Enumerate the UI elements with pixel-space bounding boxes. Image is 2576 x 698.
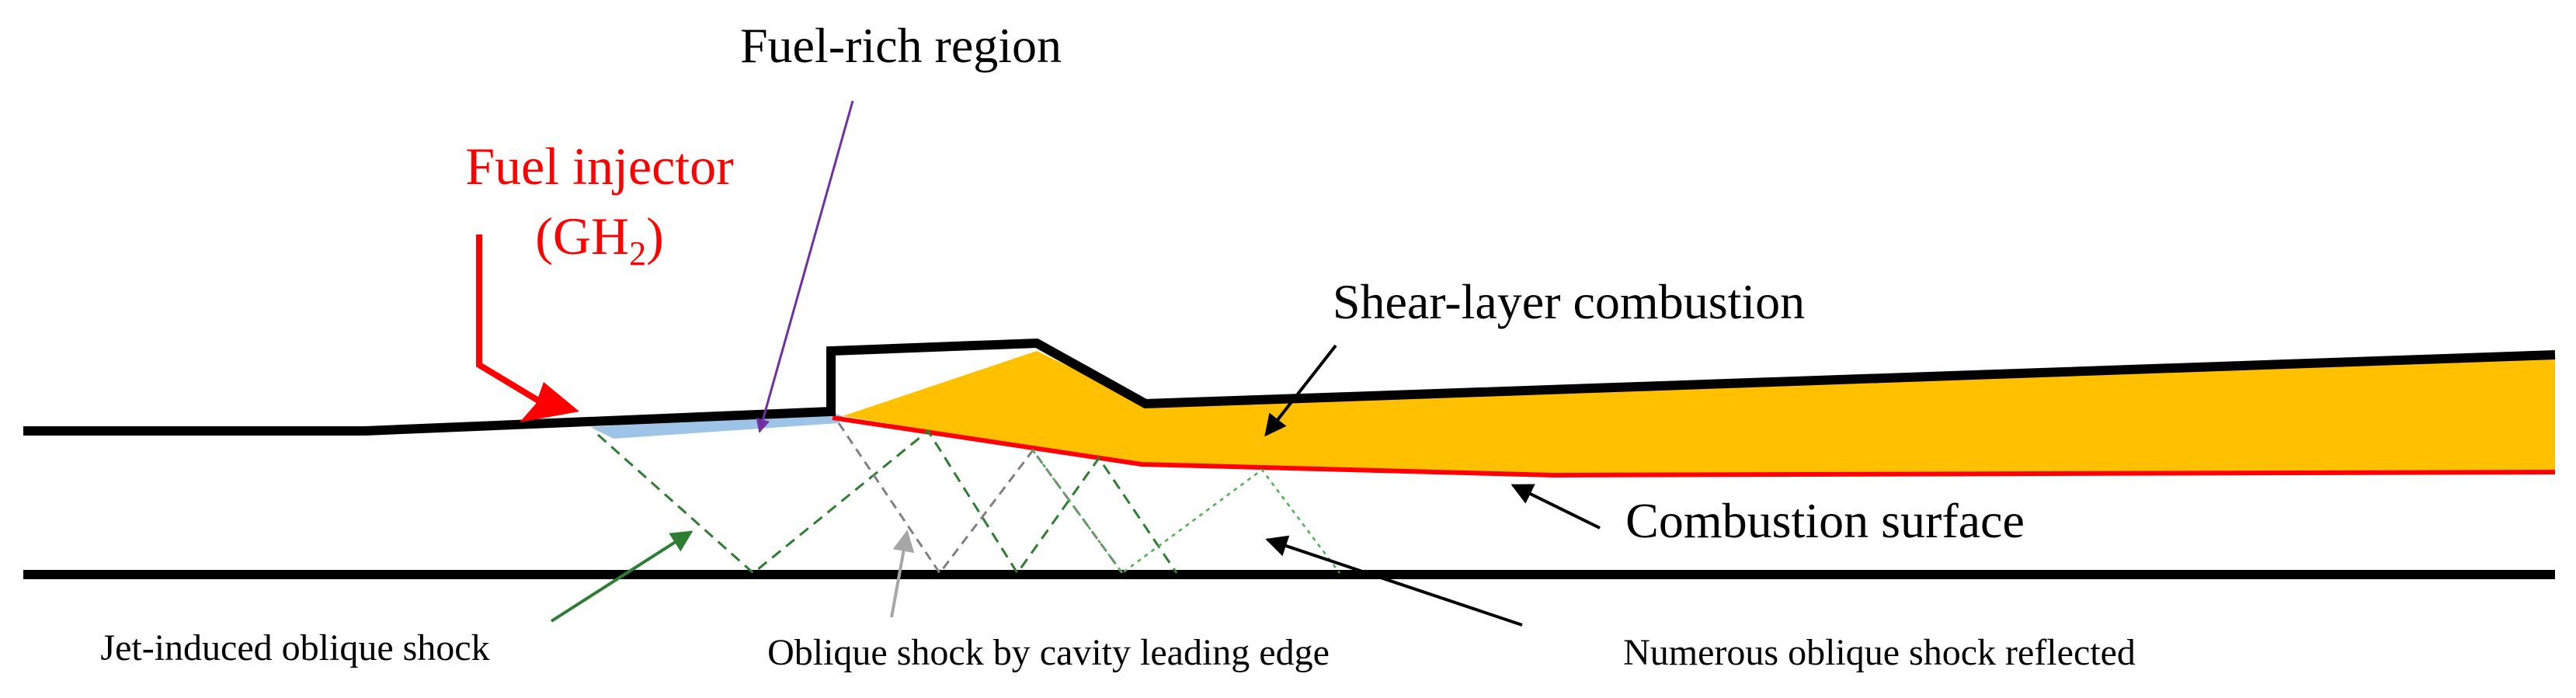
upper-wall bbox=[23, 338, 2556, 436]
fuel-rich-pointer bbox=[756, 100, 854, 433]
fuel-rich-region-label: Fuel-rich region bbox=[740, 18, 1062, 73]
cavity-shock-pointer bbox=[890, 530, 915, 618]
fuel-injector-arrowhead bbox=[520, 382, 579, 422]
species-suffix: ) bbox=[646, 207, 664, 266]
species-prefix: (GH bbox=[535, 207, 629, 266]
reflected-shock-pointer bbox=[1265, 535, 1523, 627]
shear-layer-pointer bbox=[1264, 344, 1337, 437]
jet-induced-shock-label: Jet-induced oblique shock bbox=[100, 627, 489, 668]
reflected-shock-label: Numerous oblique shock reflected bbox=[1623, 632, 2136, 673]
fuel-injector-label: Fuel injector bbox=[465, 137, 734, 196]
fuel-injector-species-label: (GH2) bbox=[535, 207, 664, 273]
cavity-shock-line bbox=[837, 422, 1124, 575]
combustion-zone bbox=[843, 351, 2555, 475]
combustion-surface-label: Combustion surface bbox=[1625, 493, 2025, 548]
fuel-injector-arrow bbox=[476, 234, 546, 407]
combustion-surface-line bbox=[832, 415, 2556, 478]
species-subscript: 2 bbox=[629, 234, 646, 273]
combustion-surface-pointer bbox=[1510, 484, 1601, 530]
jet-shock-pointer bbox=[550, 530, 694, 623]
cavity-shock-label: Oblique shock by cavity leading edge bbox=[767, 632, 1330, 673]
shear-layer-combustion-label: Shear-layer combustion bbox=[1333, 274, 1805, 329]
